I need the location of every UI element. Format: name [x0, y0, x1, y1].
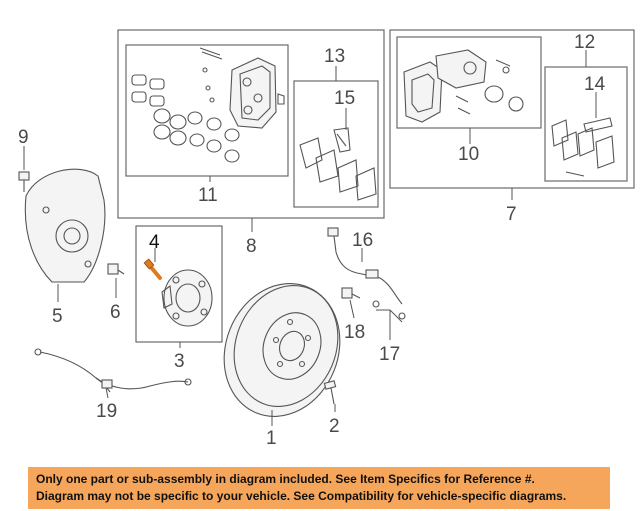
screw-2-illustration [323, 380, 337, 405]
front-pads-illustration [299, 127, 377, 201]
pad-kit-box-11 [125, 44, 289, 177]
callout-7: 7 [506, 204, 517, 225]
callout-16: 16 [352, 230, 373, 251]
disclaimer-line-2: Diagram may not be specific to your vehi… [36, 489, 567, 503]
dust-shield-illustration [24, 168, 106, 283]
rear-caliper-illustration [403, 49, 524, 123]
exploded-parts-diagram: 9 5 6 3 4 8 11 13 15 10 7 12 14 1 2 16 1… [18, 29, 635, 449]
callout-18: 18 [344, 322, 365, 343]
caliper-group-box-8 [117, 29, 385, 219]
leader-lines [23, 50, 597, 426]
bolt-9-illustration [18, 171, 30, 192]
callout-3: 3 [174, 351, 185, 372]
callout-1: 1 [266, 428, 277, 449]
callout-2: 2 [329, 416, 340, 437]
bolt-6-illustration [107, 263, 125, 275]
hub-box-3 [135, 225, 223, 343]
bolt-18-illustration [341, 287, 361, 299]
rear-caliper-box-10 [396, 36, 542, 129]
brake-rotor-illustration [223, 283, 341, 417]
disclaimer-line-1: Only one part or sub-assembly in diagram… [36, 472, 535, 486]
speed-sensor-illustration [34, 348, 192, 393]
callout-15: 15 [334, 88, 355, 109]
callout-14: 14 [584, 74, 606, 95]
disclaimer-banner: Only one part or sub-assembly in diagram… [28, 467, 610, 509]
callout-11: 11 [198, 185, 218, 206]
callout-4: 4 [149, 232, 160, 253]
front-caliper-illustration [229, 57, 285, 129]
wheel-stud-highlighted [143, 258, 162, 280]
callout-13: 13 [324, 46, 345, 67]
seal-kit-illustration [131, 47, 240, 163]
callout-17: 17 [379, 344, 400, 365]
washers-17-illustration [372, 300, 406, 320]
callout-12: 12 [574, 32, 595, 53]
callout-6: 6 [110, 302, 121, 323]
callout-9: 9 [18, 127, 29, 148]
rear-pads-illustration [551, 117, 615, 177]
callout-8: 8 [246, 236, 257, 257]
callout-10: 10 [458, 144, 479, 165]
brake-hose-illustration [327, 227, 403, 305]
hub-bearing-illustration [161, 269, 213, 327]
callout-19: 19 [96, 401, 117, 422]
callout-5: 5 [52, 306, 63, 327]
